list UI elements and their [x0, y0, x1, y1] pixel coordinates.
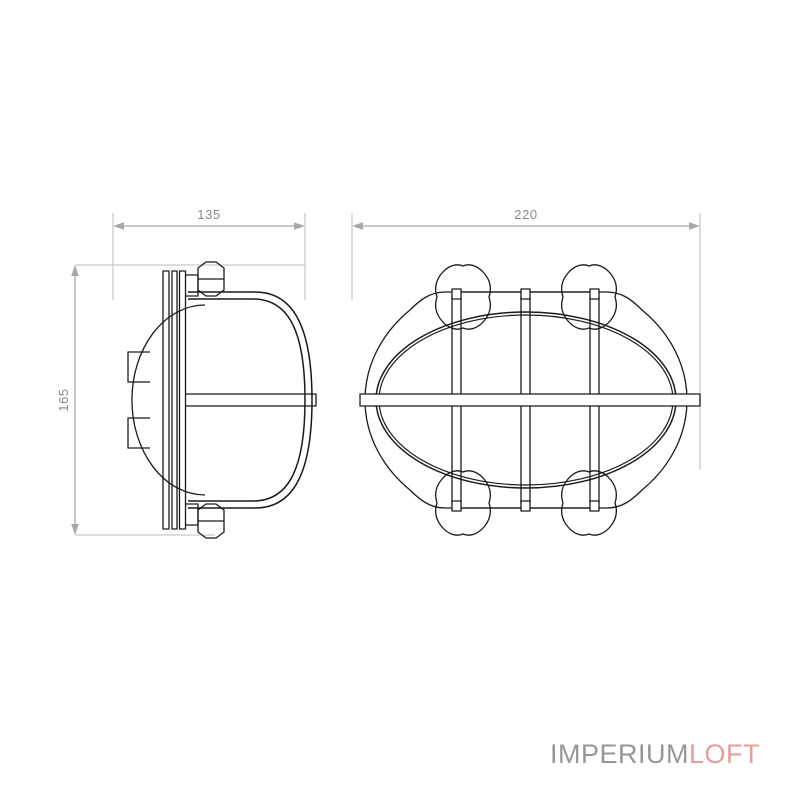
dimension-165: 165 [56, 265, 79, 535]
dimension-label-165: 165 [56, 388, 71, 412]
cage-bar-stub-top-left [451, 288, 462, 300]
brand-primary-text: IMPERIUM [549, 739, 689, 769]
dimension-135: 135 [113, 207, 305, 230]
wall-backplate-outer-strip [162, 270, 170, 530]
arrow-head-right-220 [689, 222, 700, 230]
dimension-label-135: 135 [197, 207, 221, 222]
cage-bar-stub-top-right [589, 288, 600, 300]
cage-bar-stub-top-center [520, 288, 531, 300]
hex-knob-top-left [435, 264, 491, 330]
dimension-extension-lines [75, 213, 701, 536]
protective-cage-arc-inner [188, 298, 306, 502]
hex-knob-top-right [561, 264, 617, 330]
hex-knob-bottom-right [561, 470, 617, 536]
cage-horizontal-bar-front [359, 393, 701, 407]
hex-knob-bottom-left [435, 470, 491, 536]
arrow-head-bottom-165 [71, 524, 79, 535]
hex-knob-top-head [197, 261, 225, 297]
wall-backplate-middle-strip [171, 270, 178, 530]
hex-knob-bottom-head [197, 503, 225, 539]
arrow-head-right-135 [294, 222, 305, 230]
hex-knob-top-shank [186, 274, 199, 297]
wall-backplate-inner-strip [178, 270, 187, 530]
arrow-head-left-220 [352, 222, 363, 230]
dimension-label-220: 220 [514, 207, 538, 222]
dimension-220: 220 [352, 207, 700, 230]
cage-horizontal-bar-side [186, 393, 317, 407]
hex-knob-bottom [186, 503, 225, 539]
cage-bar-stub-bottom-right [589, 500, 600, 512]
cage-bar-stub-bottom-center [520, 500, 531, 512]
hex-knob-bottom-shank [186, 503, 199, 526]
brand-logo: IMPERIUMLOFT [550, 739, 760, 770]
arrow-head-top-165 [71, 265, 79, 276]
arrow-head-left-135 [113, 222, 124, 230]
cage-bar-stub-bottom-left [451, 500, 462, 512]
front-view [359, 264, 701, 536]
mounting-tab-upper [127, 351, 150, 383]
brand-accent-text: LOFT [688, 739, 760, 769]
protective-cage-arc-outer [188, 291, 313, 509]
mounting-tab-lower [127, 417, 150, 449]
hex-knob-top [186, 261, 225, 297]
side-view [127, 261, 317, 539]
